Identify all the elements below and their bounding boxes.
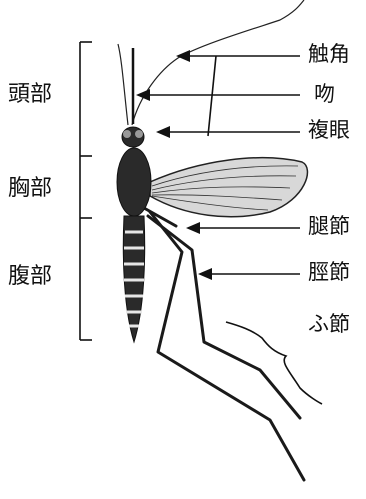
body-region-bracket — [80, 42, 92, 340]
label-abdomen: 腹部 — [8, 266, 52, 288]
label-compound-eye: 複眼 — [308, 120, 350, 141]
wing-shape — [150, 158, 307, 217]
label-antenna: 触角 — [308, 44, 350, 65]
leg-lines — [144, 208, 304, 480]
label-proboscis: 吻 — [314, 84, 335, 105]
label-head: 頭部 — [8, 84, 52, 106]
label-tarsus: ふ節 — [308, 314, 350, 335]
thorax-shape — [117, 148, 151, 216]
label-tibia: 脛節 — [308, 262, 350, 283]
label-thorax: 胸部 — [8, 178, 52, 200]
abdomen-shape — [123, 216, 144, 342]
label-femur: 腿節 — [308, 216, 350, 237]
head-shape — [122, 127, 144, 147]
